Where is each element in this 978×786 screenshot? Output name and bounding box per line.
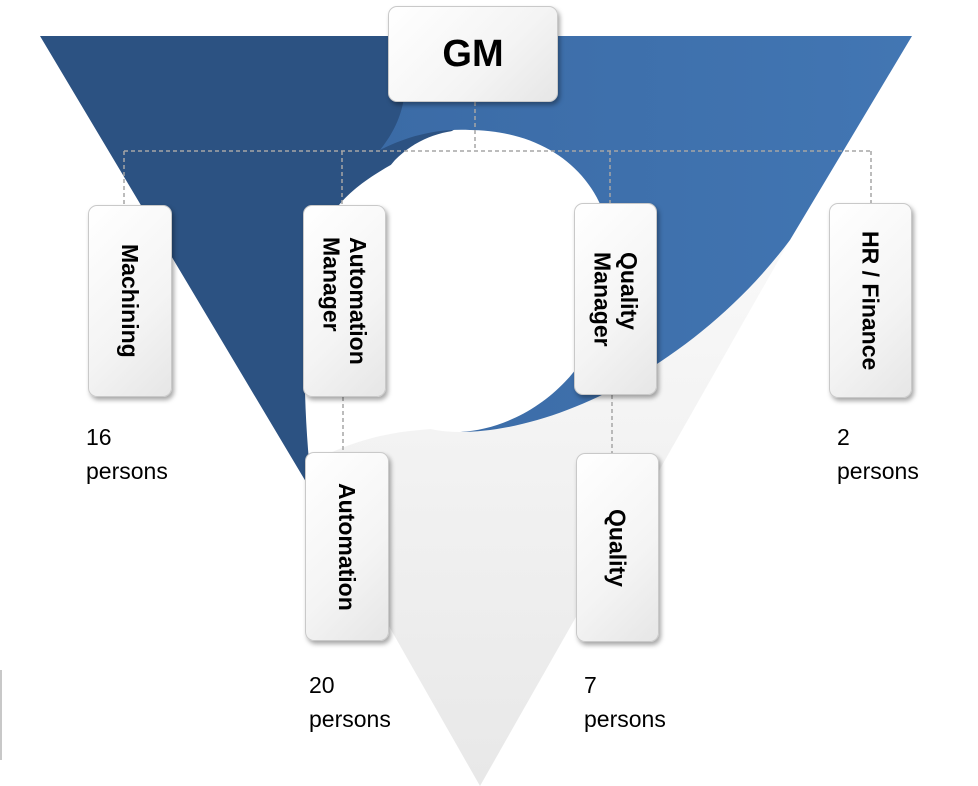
hr-finance-label: HR / Finance <box>857 230 884 371</box>
automation-node: Automation <box>305 452 389 641</box>
quality-headcount: 7 persons <box>584 672 666 732</box>
gm-node: GM <box>388 6 558 102</box>
automation-label: Automation <box>334 482 361 611</box>
quality-label: Quality <box>604 508 631 587</box>
quality-manager-node: Quality Manager <box>574 203 657 395</box>
hr-finance-node: HR / Finance <box>829 203 912 398</box>
automation-manager-node: Automation Manager <box>303 205 386 397</box>
funnel-center-hole <box>346 130 613 432</box>
machining-label: Machining <box>117 244 144 358</box>
org-connectors <box>123 102 872 453</box>
hr-finance-headcount: 2 persons <box>837 424 919 484</box>
gm-label: GM <box>442 32 504 75</box>
quality-node: Quality <box>576 453 659 642</box>
automation-manager-label: Automation Manager <box>318 237 371 365</box>
machining-headcount: 16 persons <box>86 424 168 484</box>
machining-node: Machining <box>88 205 172 397</box>
automation-headcount: 20 persons <box>309 672 391 732</box>
quality-manager-label: Quality Manager <box>589 251 642 347</box>
funnel-navy-wing <box>40 36 560 492</box>
funnel-gray-tip <box>300 240 790 786</box>
